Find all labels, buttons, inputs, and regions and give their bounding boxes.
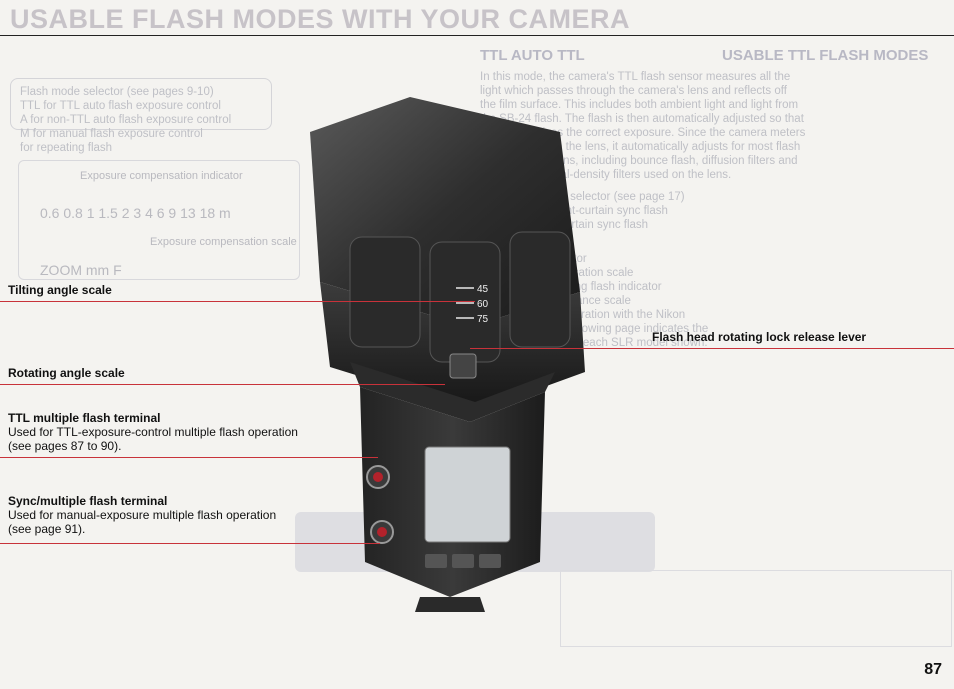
control-button <box>479 554 501 568</box>
rotating-lock-lever <box>449 353 477 379</box>
ghost-line: the SB-24 flash. The flash is then autom… <box>480 113 804 125</box>
header-rule <box>0 35 954 36</box>
sync-terminal-center <box>377 527 387 537</box>
ghost-right-heading: TTL AUTO TTL <box>480 47 585 64</box>
flash-lens-panel-right <box>509 231 571 348</box>
ghost-mode-box <box>10 78 272 130</box>
ghost-line: Flash mode selector (see pages 9-10) <box>20 86 214 98</box>
flash-lens-panel-mid <box>429 241 501 363</box>
ttl-terminal-desc: Used for TTL-exposure-control multiple f… <box>8 425 298 453</box>
ghost-left-column: Flash mode selector (see pages 9-10) TTL… <box>20 85 270 155</box>
ghost-line: the film receives the correct exposure. … <box>480 127 806 139</box>
sync-terminal-title: Sync/multiple flash terminal <box>8 494 168 508</box>
ttl-terminal-callout: TTL multiple flash terminal Used for TTL… <box>8 411 298 453</box>
ghost-zoom-readout: ZOOM mm F <box>40 262 122 278</box>
sync-terminal-leader-line <box>0 543 380 544</box>
tilting-leader-line <box>0 301 475 302</box>
ttl-terminal-center <box>373 472 383 482</box>
ghost-lcd-frame <box>18 160 300 280</box>
ghost-page-title: USABLE FLASH MODES WITH YOUR CAMERA <box>10 4 631 34</box>
page-number: 87 <box>924 661 942 678</box>
flash-unit-illustration: 45 60 75 <box>310 97 585 612</box>
rotation-ring <box>350 362 555 422</box>
ttl-terminal-leader-line <box>0 457 378 458</box>
rotating-lock-leader-line <box>470 348 954 349</box>
control-button <box>452 554 474 568</box>
ghost-line: In this mode, the camera's TTL flash sen… <box>480 71 791 83</box>
flash-lens-panel-left <box>349 236 421 348</box>
ghost-line: A for non-TTL auto flash exposure contro… <box>20 114 232 126</box>
ghost-line: TTL for TTL auto flash exposure control <box>20 100 221 112</box>
ghost-line: the film surface. This includes both amb… <box>480 99 799 111</box>
rotating-lock-label: Flash head rotating lock release lever <box>652 330 867 344</box>
ghost-exposure-scale: Exposure compensation scale <box>150 236 297 248</box>
sync-terminal-desc: Used for manual-exposure multiple flash … <box>8 508 277 536</box>
ghost-distance-scale: 0.6 0.8 1 1.5 2 3 4 6 9 13 18 m <box>40 205 231 221</box>
tilting-angle-label: Tilting angle scale <box>8 283 112 297</box>
ghost-exposure-indicator: Exposure compensation indicator <box>80 170 243 182</box>
mounting-foot <box>415 597 485 612</box>
rotating-angle-label: Rotating angle scale <box>8 366 125 380</box>
lcd-panel <box>424 446 511 543</box>
ghost-line: light which passes through the camera's … <box>480 85 787 97</box>
ghost-line: for repeating flash <box>20 142 113 154</box>
rotating-leader-line <box>0 384 445 385</box>
ttl-terminal-title: TTL multiple flash terminal <box>8 411 161 425</box>
ghost-bottom-box <box>560 570 952 647</box>
tilt-angle-mark: 75 <box>477 314 489 325</box>
tilt-angle-mark: 45 <box>477 284 489 295</box>
ghost-line: M for manual flash exposure control <box>20 128 203 140</box>
control-button <box>425 554 447 568</box>
ghost-right-heading-2: USABLE TTL FLASH MODES <box>722 47 929 64</box>
sync-terminal-callout: Sync/multiple flash terminal Used for ma… <box>8 494 298 536</box>
tilt-angle-mark: 60 <box>477 299 489 310</box>
